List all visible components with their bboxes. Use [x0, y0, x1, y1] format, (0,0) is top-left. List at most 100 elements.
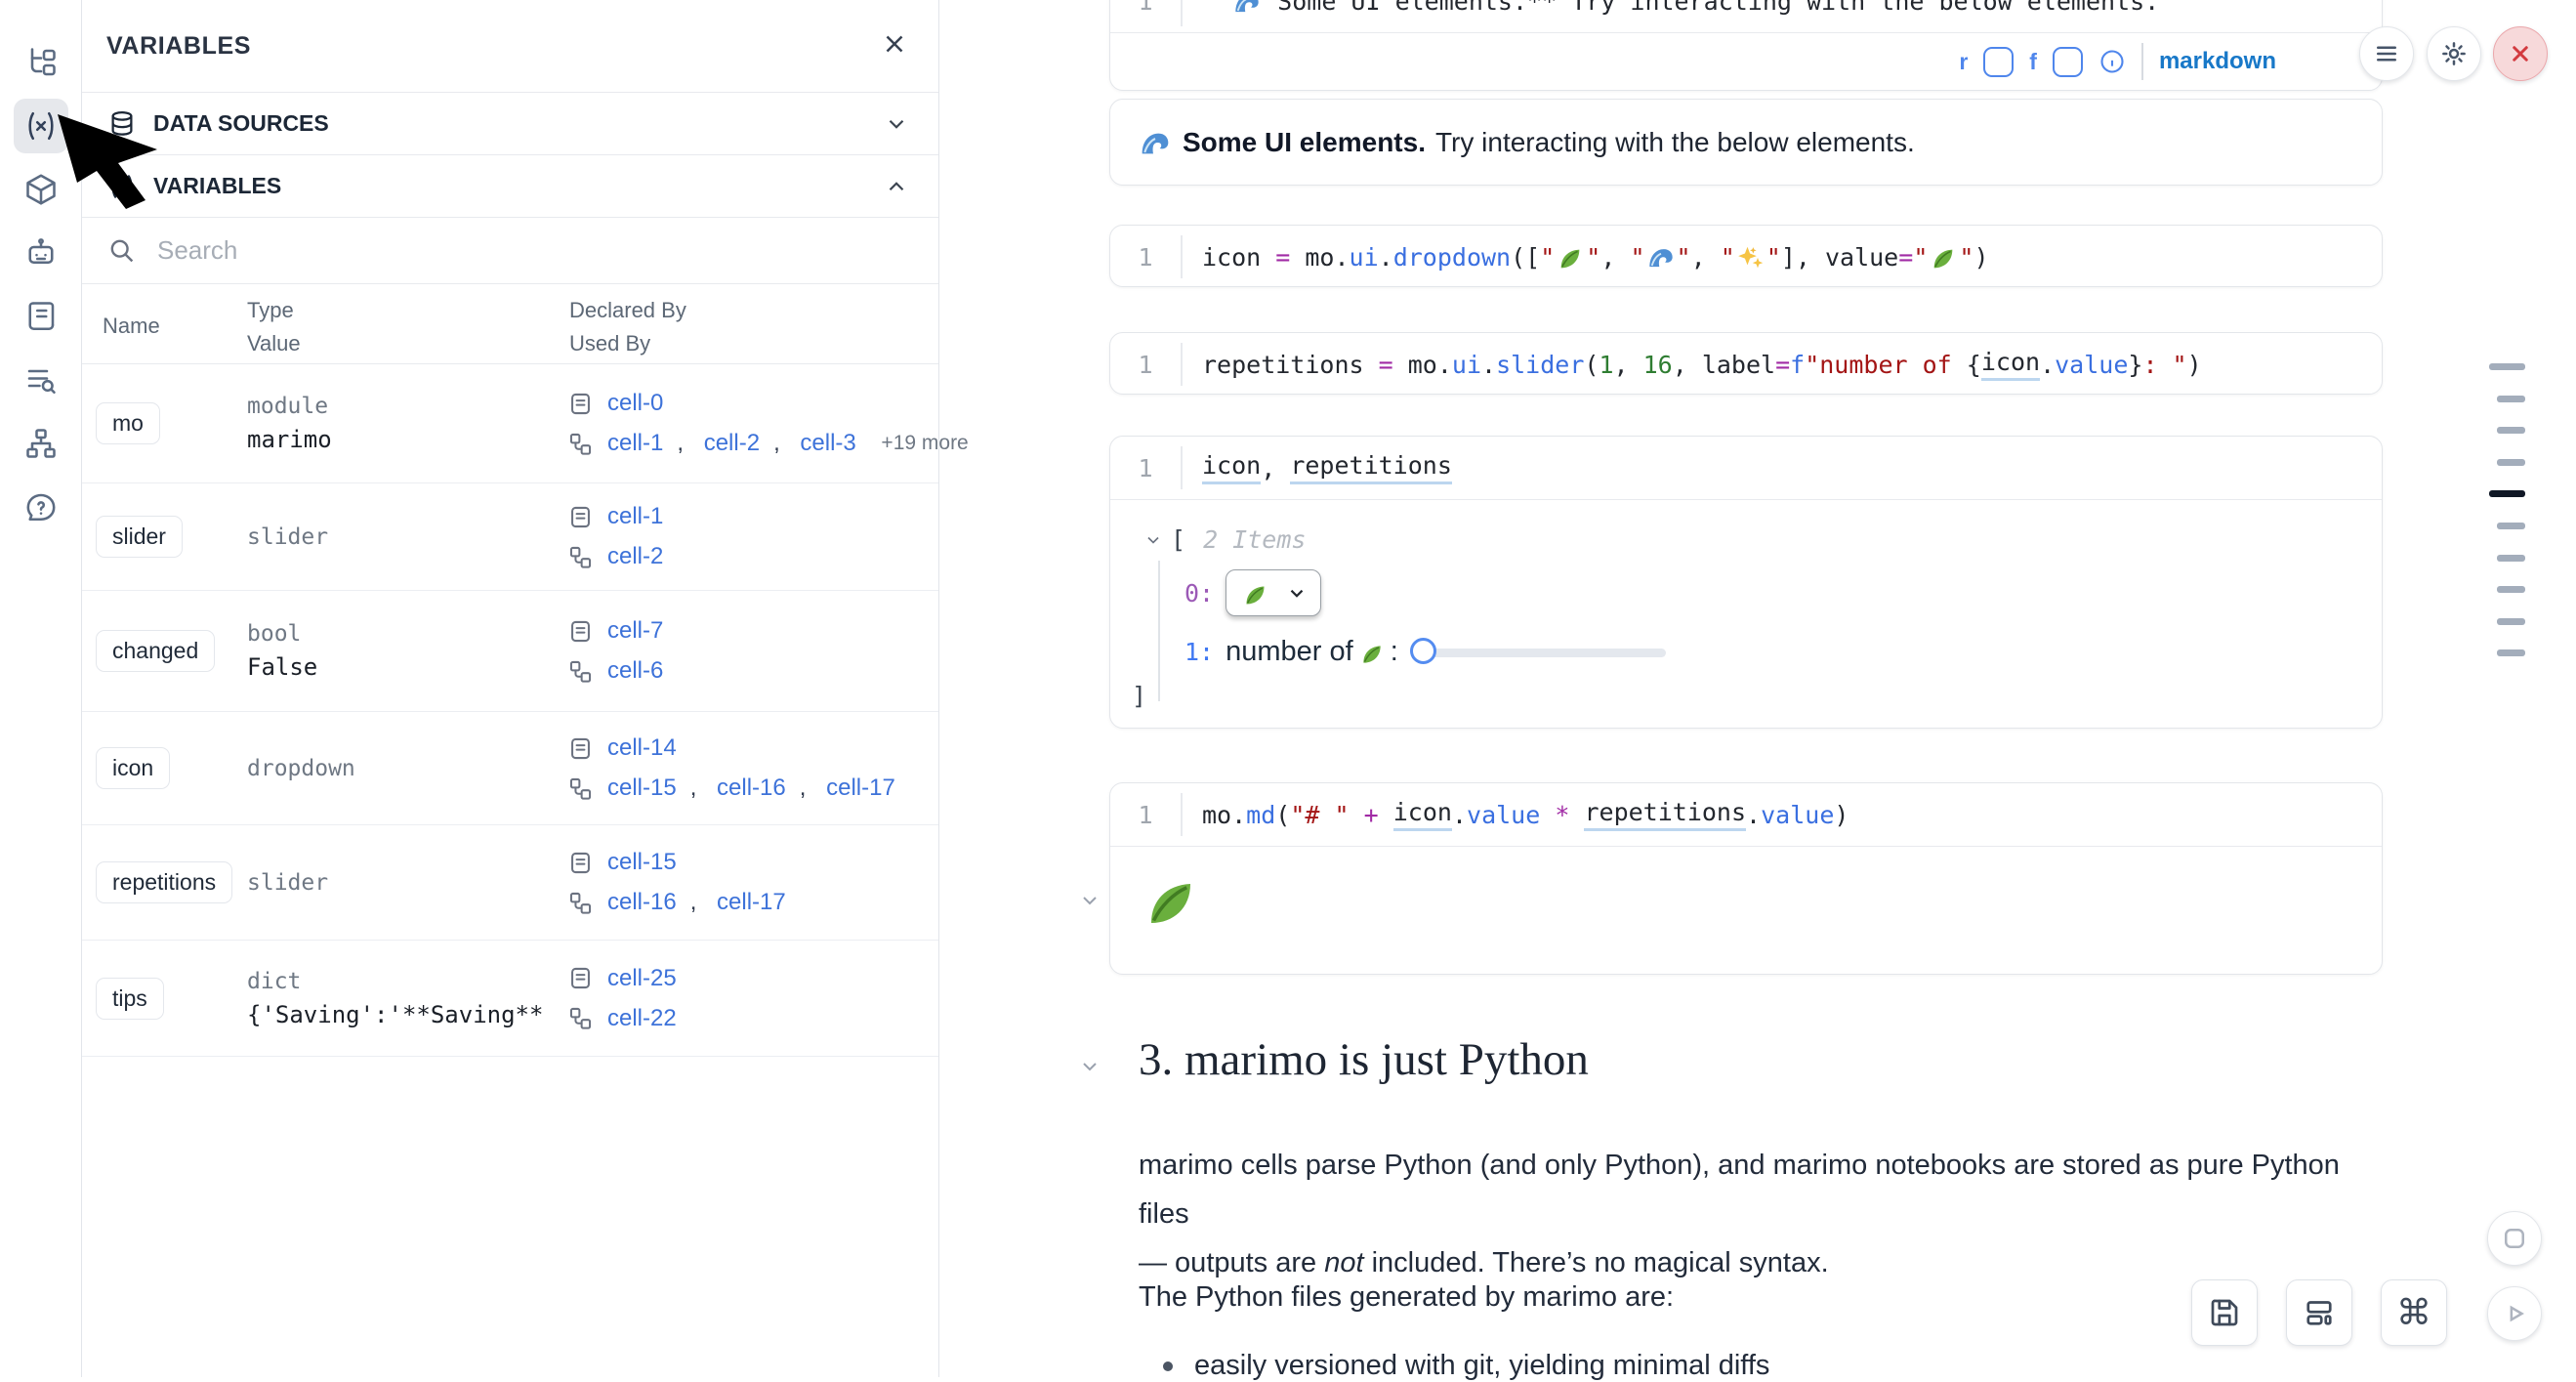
code-token: . — [1746, 800, 1762, 829]
code-token: mo. — [1202, 800, 1247, 829]
minimap-mark-active[interactable] — [2489, 490, 2525, 498]
section-collapse-chevron[interactable] — [1078, 1055, 1101, 1078]
cell-link[interactable]: cell-15 — [607, 849, 677, 875]
cell-link[interactable]: cell-0 — [607, 390, 664, 416]
code-token: "# " — [1290, 800, 1350, 829]
md-bold-text: Some UI elements. — [1183, 126, 1426, 157]
variable-name-badge[interactable]: repetitions — [96, 861, 233, 903]
cell-link[interactable]: cell-17 — [826, 775, 895, 801]
cell-link[interactable]: cell-25 — [607, 964, 677, 991]
notebook-menu-button[interactable] — [2359, 26, 2414, 81]
variable-name-badge[interactable]: icon — [96, 747, 171, 789]
variable-name-badge[interactable]: slider — [96, 516, 183, 558]
variable-name-badge[interactable]: tips — [96, 977, 164, 1020]
minimap-mark[interactable] — [2497, 458, 2525, 466]
minimap-mark[interactable] — [2497, 617, 2525, 625]
logs-button[interactable] — [14, 353, 68, 407]
search-input[interactable] — [155, 234, 912, 267]
cell-link[interactable]: cell-14 — [607, 734, 677, 761]
code-token — [1379, 801, 1393, 829]
save-icon — [2211, 1299, 2238, 1326]
tree-close-bracket: ] — [1132, 682, 1147, 710]
minimap-mark[interactable] — [2497, 586, 2525, 594]
cell-language-label[interactable]: markdown — [2158, 48, 2276, 74]
cell-dropdown-code[interactable]: 1 icon = mo.ui.dropdown(["", "", ""], va… — [1109, 225, 2383, 287]
app-view-button[interactable] — [2487, 1211, 2542, 1266]
minimap-mark[interactable] — [2497, 427, 2525, 435]
code-token: repetitions — [1202, 350, 1379, 379]
minimap-mark[interactable] — [2497, 395, 2525, 402]
slider-track[interactable] — [1423, 648, 1666, 657]
packages-button[interactable] — [14, 162, 68, 217]
minimap-mark[interactable] — [2497, 523, 2525, 529]
cell-footer: r f markdown — [1110, 33, 2382, 90]
cell-link[interactable]: cell-1 — [607, 430, 664, 456]
hint-r-toggle[interactable] — [1983, 46, 2015, 77]
paragraph-1: marimo cells parse Python (and only Pyth… — [1139, 1141, 2379, 1287]
help-button[interactable] — [14, 480, 68, 534]
comma: , — [689, 889, 704, 915]
cell-link[interactable]: cell-2 — [703, 430, 761, 456]
leaf-output — [1110, 847, 2382, 931]
code-line: icon, repetitions — [1181, 451, 1452, 484]
cell-link[interactable]: cell-16 — [717, 775, 786, 801]
shutdown-button[interactable] — [2493, 26, 2548, 81]
info-icon[interactable] — [2098, 48, 2126, 75]
used-by-icon — [569, 546, 592, 568]
minimap-mark[interactable] — [2497, 649, 2525, 657]
cell-link[interactable]: cell-3 — [800, 430, 856, 456]
snippets-button[interactable] — [14, 289, 68, 344]
dependencies-button[interactable] — [14, 416, 68, 471]
code-editor[interactable]: 1 icon, repetitions — [1110, 437, 2382, 499]
ai-assistant-button[interactable] — [14, 226, 68, 280]
cell-link[interactable]: cell-7 — [607, 617, 664, 644]
panel-close-button[interactable] — [880, 29, 909, 63]
variables-section-header[interactable]: VARIABLES — [81, 155, 938, 218]
cell-link[interactable]: cell-17 — [717, 889, 786, 915]
hint-f-toggle[interactable] — [2052, 46, 2083, 77]
save-button[interactable] — [2191, 1279, 2258, 1346]
bullet-text: easily versioned with git, yielding mini… — [1194, 1350, 1770, 1381]
cell-link[interactable]: cell-2 — [607, 543, 664, 569]
repetitions-slider-widget[interactable] — [1409, 637, 1666, 667]
layout-button[interactable] — [2286, 1279, 2352, 1346]
variables-panel-button[interactable] — [13, 99, 68, 153]
variable-name-badge[interactable]: changed — [96, 630, 216, 672]
code-editor[interactable]: 1 mo.md("# " + icon.value * repetitions.… — [1110, 783, 2382, 846]
used-by-line: cell-22 — [567, 1005, 929, 1032]
code-token: " — [1540, 242, 1556, 272]
cell-slider-code[interactable]: 1 repetitions = mo.ui.slider(1, 16, labe… — [1109, 332, 2383, 395]
panel-title: VARIABLES — [106, 31, 252, 60]
menu-icon — [2377, 46, 2396, 62]
minimap-mark[interactable] — [2489, 363, 2525, 370]
more-cells-label[interactable]: +19 more — [869, 432, 969, 454]
used-by-icon — [569, 433, 592, 455]
chevron-down-icon — [889, 119, 904, 129]
used-by-line: cell-16, cell-17 — [567, 889, 929, 916]
icon-dropdown-widget[interactable] — [1226, 569, 1322, 616]
run-button[interactable] — [2487, 1286, 2542, 1341]
code-editor[interactable]: 1 "" Some UI elements.** Try interacting… — [1110, 0, 2382, 32]
settings-button[interactable] — [2427, 26, 2481, 81]
file-tree-icon — [30, 48, 56, 76]
variable-type: dict — [247, 968, 302, 994]
variable-type: slider — [247, 523, 329, 550]
chevron-up-icon — [889, 181, 904, 190]
command-palette-button[interactable]: ⌘ — [2381, 1279, 2447, 1346]
cell-link[interactable]: cell-15 — [607, 775, 677, 801]
code-token: ui — [1349, 242, 1379, 272]
variable-name-badge[interactable]: mo — [96, 402, 160, 444]
cell-link[interactable]: cell-6 — [607, 657, 664, 684]
slider-handle[interactable] — [1409, 637, 1436, 664]
cell-link[interactable]: cell-16 — [607, 889, 677, 915]
file-explorer-button[interactable] — [14, 35, 68, 90]
cell-collapse-chevron[interactable] — [1078, 889, 1101, 912]
cell-link[interactable]: cell-1 — [607, 503, 664, 529]
cell-link[interactable]: cell-22 — [607, 1004, 677, 1031]
minimap-mark[interactable] — [2497, 554, 2525, 562]
tree-collapse-icon[interactable] — [1143, 530, 1163, 550]
code-token: " — [1720, 242, 1735, 272]
variable-row-slider: slider slider cell-1 cell-2 — [81, 483, 938, 591]
data-sources-section-header[interactable]: DATA SOURCES — [81, 93, 938, 155]
